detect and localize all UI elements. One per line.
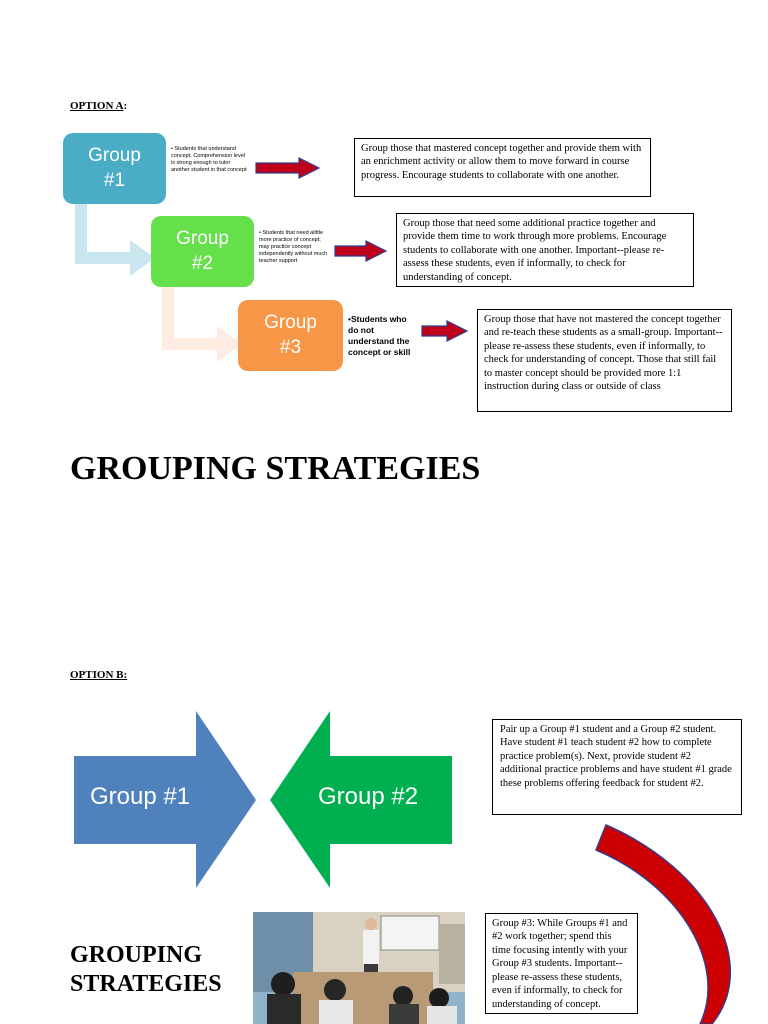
classroom-photo-art	[253, 912, 465, 1024]
secondary-title: GROUPING STRATEGIES	[70, 941, 222, 999]
group-2-arrow-label: Group #2	[318, 783, 419, 810]
group-3-instructions-box: Group #3: While Groups #1 and #2 work to…	[485, 913, 638, 1014]
group-1-note: • Students that understand concept. Comp…	[171, 146, 247, 173]
right-arrow-2	[334, 240, 388, 262]
bent-arrow-2-3	[162, 283, 242, 362]
group-1-line1: Group	[88, 144, 141, 166]
option-a-label: OPTION A:	[70, 100, 127, 112]
group-1-line2: #1	[103, 169, 126, 191]
group-3-note: •Students who do not understand the conc…	[348, 314, 411, 358]
option-b-label-text: OPTION B:	[70, 669, 128, 681]
group-2-box: Group #2	[151, 216, 254, 287]
group-1-arrow-label: Group #1	[90, 783, 191, 810]
group-2-line1: Group	[176, 227, 229, 249]
right-arrow-1	[255, 157, 321, 179]
group-2-description: Group those that need some additional pr…	[396, 213, 694, 287]
group-3-box: Group #3	[238, 300, 343, 371]
group-3-description: Group those that have not mastered the c…	[477, 309, 732, 412]
option-a-colon: :	[123, 100, 128, 112]
pair-instructions-box: Pair up a Group #1 student and a Group #…	[492, 719, 742, 815]
option-a-label-text: OPTION A	[70, 100, 124, 112]
group-1-arrow	[74, 711, 256, 888]
secondary-title-line1: GROUPING	[70, 942, 202, 968]
group-2-arrow	[270, 711, 452, 888]
group-2-note: • Students that need alittle more practi…	[259, 230, 328, 264]
right-arrow-3	[421, 320, 469, 342]
group-3-line2: #3	[279, 336, 302, 358]
option-b-label: OPTION B:	[70, 669, 127, 681]
group-2-line2: #2	[191, 252, 214, 274]
group-3-line1: Group	[264, 311, 317, 333]
group-1-box: Group #1	[63, 133, 166, 204]
group-1-description: Group those that mastered concept togeth…	[354, 138, 651, 197]
curved-arrow	[595, 824, 732, 1024]
classroom-photo	[253, 912, 465, 1024]
page-title: GROUPING STRATEGIES	[70, 450, 481, 487]
bent-arrow-1-2	[75, 194, 155, 276]
secondary-title-line2: STRATEGIES	[70, 970, 222, 997]
